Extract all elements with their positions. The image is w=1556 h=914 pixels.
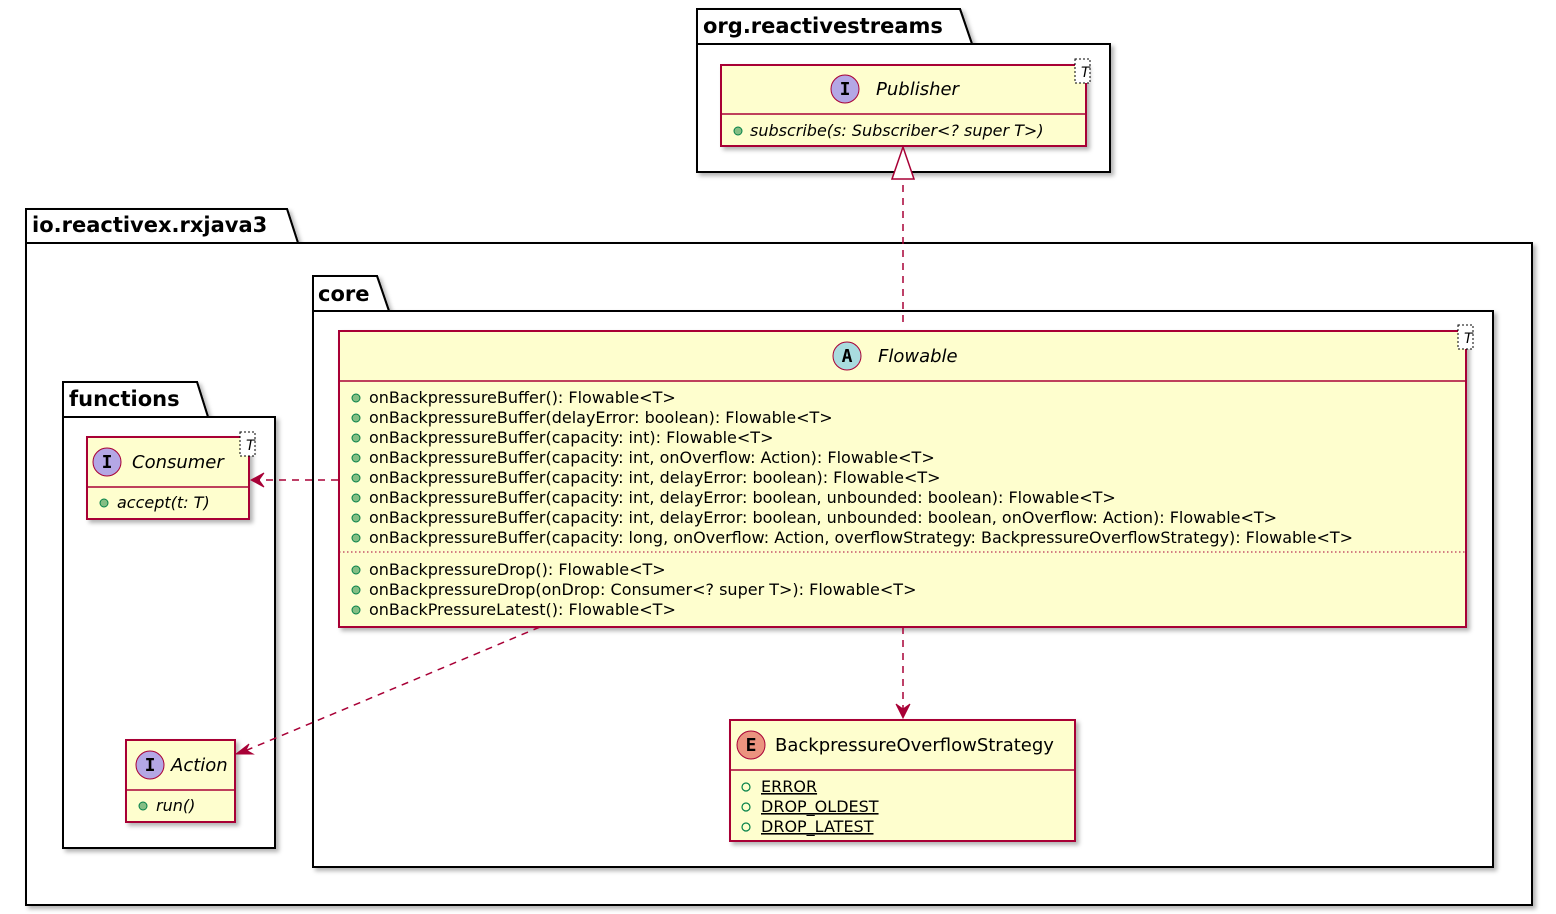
enum-constant: ERROR <box>761 777 817 796</box>
method: subscribe(s: Subscriber<? super T>) <box>750 121 1044 140</box>
type-parameter: T <box>1081 65 1091 81</box>
class-name: Action <box>170 755 228 776</box>
method: onBackpressureDrop(onDrop: Consumer<? su… <box>369 580 916 599</box>
method: onBackpressureBuffer(delayError: boolean… <box>369 408 833 427</box>
class-name: BackpressureOverflowStrategy <box>775 735 1054 756</box>
method: run() <box>156 796 195 815</box>
method-list-drop-latest: onBackpressureDrop(): Flowable<T> onBack… <box>351 560 916 619</box>
public-method-icon <box>351 605 361 615</box>
public-field-icon <box>741 822 751 832</box>
public-method-icon <box>351 393 361 403</box>
method: onBackpressureBuffer(capacity: int, dela… <box>369 508 1277 527</box>
dependency-arrowhead-icon <box>249 472 265 488</box>
class-name: Consumer <box>132 452 225 473</box>
public-method-icon <box>351 533 361 543</box>
stereotype-letter: A <box>842 346 853 367</box>
interface-stereotype-icon <box>92 447 122 477</box>
interface-stereotype-icon <box>830 74 860 104</box>
method: onBackpressureBuffer(capacity: int, dela… <box>369 488 1116 507</box>
public-method-icon <box>351 433 361 443</box>
type-parameter-box <box>239 431 256 457</box>
stereotype-letter: E <box>746 735 757 756</box>
public-field-icon <box>741 802 751 812</box>
public-method-icon <box>733 126 743 136</box>
method: onBackpressureBuffer(capacity: int, onOv… <box>369 448 935 467</box>
realization-arrowhead-icon <box>890 144 916 180</box>
type-parameter: T <box>246 438 256 454</box>
package-label: io.reactivex.rxjava3 <box>32 213 267 237</box>
public-method-icon <box>351 413 361 423</box>
abstract-class-flowable[interactable]: A Flowable T onBackpressureBuffer(): Flo… <box>338 324 1474 628</box>
public-method-icon <box>351 585 361 595</box>
public-method-icon <box>99 498 109 508</box>
method: onBackpressureBuffer(capacity: int): Flo… <box>369 428 773 447</box>
package-label: functions <box>69 387 180 411</box>
public-field-icon <box>741 782 751 792</box>
interface-action[interactable]: I Action run() <box>125 739 236 823</box>
class-name: Publisher <box>876 79 961 100</box>
interface-stereotype-icon <box>135 750 165 780</box>
relation-flowable-uses-overflow-strategy <box>895 627 911 720</box>
type-parameter-box <box>1074 58 1091 84</box>
stereotype-letter: I <box>840 79 851 100</box>
package-label: core <box>318 282 369 306</box>
dependency-arrowhead-icon <box>234 743 255 755</box>
relation-flowable-implements-publisher <box>890 144 916 322</box>
abstract-stereotype-icon <box>832 341 862 371</box>
enum-backpressure-overflow-strategy[interactable]: E BackpressureOverflowStrategy ERROR DRO… <box>729 719 1076 842</box>
public-method-icon <box>351 493 361 503</box>
interface-publisher[interactable]: I Publisher T subscribe(s: Subscriber<? … <box>720 58 1091 147</box>
enum-constant: DROP_LATEST <box>761 817 874 837</box>
method: accept(t: T) <box>117 493 210 512</box>
stereotype-letter: I <box>145 755 156 776</box>
method: onBackpressureBuffer(): Flowable<T> <box>369 388 676 407</box>
method: onBackpressureBuffer(capacity: int, dela… <box>369 468 941 487</box>
public-method-icon <box>351 513 361 523</box>
type-parameter: T <box>1464 331 1474 347</box>
public-method-icon <box>138 801 148 811</box>
type-parameter-box <box>1457 324 1474 350</box>
dependency-arrowhead-icon <box>895 703 911 720</box>
method: onBackpressureDrop(): Flowable<T> <box>369 560 666 579</box>
public-method-icon <box>351 473 361 483</box>
method: onBackPressureLatest(): Flowable<T> <box>369 600 676 619</box>
public-method-icon <box>351 453 361 463</box>
method: onBackpressureBuffer(capacity: long, onO… <box>369 528 1353 547</box>
interface-consumer[interactable]: I Consumer T accept(t: T) <box>86 431 256 520</box>
package-label: org.reactivestreams <box>703 14 943 38</box>
relation-flowable-uses-action <box>234 626 541 755</box>
public-method-icon <box>351 565 361 575</box>
class-name: Flowable <box>878 346 958 367</box>
enum-constant: DROP_OLDEST <box>761 797 879 817</box>
relation-flowable-uses-consumer <box>249 472 338 488</box>
method-list-buffer: onBackpressureBuffer(): Flowable<T> onBa… <box>351 388 1353 547</box>
stereotype-letter: I <box>102 452 113 473</box>
enum-stereotype-icon <box>736 730 766 760</box>
